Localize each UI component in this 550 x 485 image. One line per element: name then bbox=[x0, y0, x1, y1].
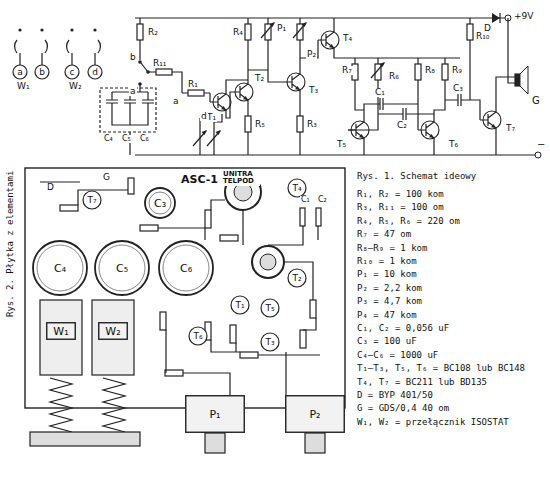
parts-list-line: C₃ = 100 uF bbox=[356, 337, 418, 346]
component-label: R₉ bbox=[451, 66, 463, 75]
component-label: C₂ bbox=[317, 196, 328, 204]
transistor-outline: T₃ bbox=[260, 332, 280, 352]
component-label: d bbox=[200, 112, 208, 121]
component-label: C₅ bbox=[121, 135, 132, 143]
component-label: P₁ bbox=[276, 24, 287, 33]
component-label: T₅ bbox=[336, 140, 347, 149]
parts-list-line: R₇ = 47 om bbox=[356, 230, 412, 239]
parts-list-line: W₁, W₂ = przełącznik ISOSTAT bbox=[356, 418, 510, 427]
component-label: R₄ bbox=[232, 28, 244, 37]
component-label: T₂ bbox=[254, 74, 265, 83]
part-label: T₅ bbox=[265, 304, 274, 313]
component-label: D bbox=[46, 183, 55, 192]
component-label: G bbox=[531, 96, 541, 107]
parts-list-line: R₁₀ = 1 kom bbox=[356, 257, 418, 266]
transistor-outline: T₅ bbox=[260, 298, 280, 318]
transistor-outline: T₂ bbox=[287, 268, 307, 288]
part-label: C₆ bbox=[180, 263, 192, 274]
component-label: T₆ bbox=[448, 140, 459, 149]
parts-list-line: P₄ = 47 kom bbox=[356, 311, 418, 320]
figure-caption: Rys. 1. Schemat ideowy bbox=[356, 172, 477, 181]
part-label: T₄ bbox=[292, 184, 301, 193]
switch-terminal: d bbox=[87, 64, 103, 80]
component-label: C₃ bbox=[452, 84, 464, 93]
component-label: +9V bbox=[513, 12, 534, 21]
part-label: C₃ bbox=[154, 198, 166, 209]
component-label: W₂ bbox=[68, 82, 83, 91]
component-label: C₁ bbox=[300, 196, 311, 204]
part-label: T₆ bbox=[193, 332, 202, 341]
part-label: T₂ bbox=[292, 274, 301, 283]
maker-mark: UNITRA TELPOD bbox=[222, 171, 260, 186]
switch-terminal: c bbox=[64, 64, 80, 80]
figure-caption: Rys. 2. Płytka z elementami bbox=[6, 170, 15, 318]
parts-list-line: G = GDS/0,4 40 om bbox=[356, 404, 450, 413]
parts-list-line: R₁, R₂ = 100 kom bbox=[356, 190, 445, 199]
parts-list-line: P₃ = 4,7 kom bbox=[356, 297, 423, 306]
part-label: C₄ bbox=[54, 263, 66, 274]
component-label: C₄ bbox=[103, 135, 114, 143]
part-label: T₃ bbox=[265, 338, 274, 347]
component-label: b bbox=[129, 53, 137, 62]
potentiometer-body: P₂ bbox=[285, 395, 345, 433]
part-label: c bbox=[70, 68, 75, 77]
component-label: R₅ bbox=[254, 120, 266, 129]
transistor-outline: T₁ bbox=[230, 295, 250, 315]
component-label: W₁ bbox=[16, 82, 31, 91]
part-label: T₁ bbox=[235, 301, 244, 310]
component-label: T₃ bbox=[308, 86, 319, 95]
component-label: R₁₁ bbox=[152, 59, 167, 68]
component-label: a bbox=[172, 97, 180, 106]
component-label: a bbox=[129, 87, 137, 96]
component-label: R₁₀ bbox=[475, 32, 490, 41]
component-label: R₃ bbox=[306, 120, 318, 129]
parts-list-line: R₃, R₁₁ = 100 om bbox=[356, 203, 445, 212]
capacitor-outline: C₅ bbox=[94, 240, 150, 296]
component-label: ASC-1 bbox=[180, 174, 219, 186]
parts-list-line: D = BYP 401/50 bbox=[356, 391, 434, 400]
component-label: R₈ bbox=[424, 66, 436, 75]
component-label: − bbox=[536, 140, 546, 151]
part-label: P₂ bbox=[309, 409, 320, 420]
part-label: b bbox=[39, 68, 45, 77]
parts-list-line: R₈–R₉ = 1 kom bbox=[356, 244, 428, 253]
component-label: R₂ bbox=[147, 28, 159, 37]
parts-list-line: C₁, C₂ = 0,056 uF bbox=[356, 324, 450, 333]
switch-body: W₁ bbox=[46, 322, 76, 340]
capacitor-outline: C₄ bbox=[32, 240, 88, 296]
parts-list-line: T₁–T₃, T₅, T₆ = BC108 lub BC148 bbox=[356, 364, 526, 373]
transistor-outline: T₆ bbox=[188, 326, 208, 346]
component-label: R₆ bbox=[388, 72, 400, 81]
component-label: T₇ bbox=[505, 124, 516, 133]
component-label: P₂ bbox=[306, 50, 317, 59]
capacitor-outline: C₃ bbox=[144, 187, 176, 219]
component-label: C₁ bbox=[374, 88, 386, 97]
transistor-outline: T₄ bbox=[287, 178, 307, 198]
switch-body: W₂ bbox=[98, 322, 128, 340]
parts-list-line: T₄, T₇ = BC211 lub BD135 bbox=[356, 378, 488, 387]
component-label: C₂ bbox=[396, 121, 408, 130]
part-label: W₂ bbox=[105, 326, 120, 337]
component-label: T₄ bbox=[342, 34, 353, 43]
component-label: C₆ bbox=[139, 135, 150, 143]
parts-list-line: C₄–C₆ = 1000 uF bbox=[356, 351, 439, 360]
part-label: C₅ bbox=[116, 263, 128, 274]
transistor-outline: T₇ bbox=[82, 190, 102, 210]
part-label: a bbox=[17, 68, 23, 77]
part-label: P₁ bbox=[209, 409, 220, 420]
parts-list-line: P₂ = 2,2 kom bbox=[356, 284, 423, 293]
part-label: d bbox=[92, 68, 98, 77]
component-label: R₇ bbox=[341, 66, 353, 75]
parts-list-line: P₁ = 10 kom bbox=[356, 270, 418, 279]
part-label: T₇ bbox=[87, 196, 96, 205]
capacitor-outline: C₆ bbox=[158, 240, 214, 296]
component-label: R₁ bbox=[187, 80, 199, 89]
switch-terminal: a bbox=[12, 64, 28, 80]
component-label: G bbox=[102, 173, 111, 182]
parts-list-line: R₄, R₅, R₆ = 220 om bbox=[356, 217, 461, 226]
part-label: W₁ bbox=[53, 326, 68, 337]
potentiometer-body: P₁ bbox=[185, 395, 245, 433]
switch-terminal: b bbox=[34, 64, 50, 80]
